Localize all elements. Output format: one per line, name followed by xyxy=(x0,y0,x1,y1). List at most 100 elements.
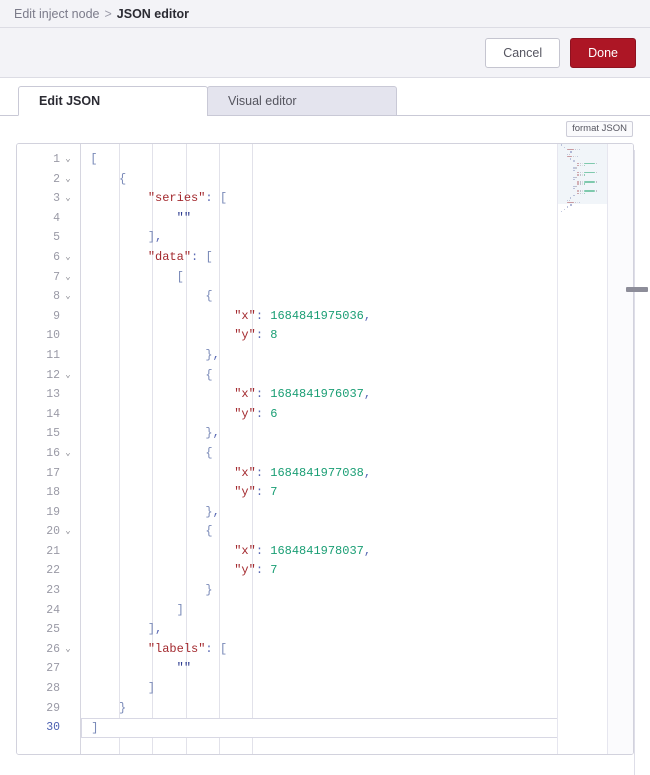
code-line-20[interactable]: { xyxy=(81,522,633,542)
token-key: "labels" xyxy=(147,641,206,656)
cancel-button[interactable]: Cancel xyxy=(485,37,561,68)
token-punct: , xyxy=(363,543,372,558)
line-number: 18 xyxy=(46,486,60,500)
code-lines[interactable]: [ { "series": [ "" ], "data": [ [ { "x":… xyxy=(81,150,633,738)
chevron-down-icon[interactable]: ⌄ xyxy=(65,193,71,204)
minimap-line xyxy=(561,171,607,174)
minimap-line xyxy=(561,158,607,160)
code-line-21[interactable]: "x": 1684841978037, xyxy=(81,542,633,562)
line-indent xyxy=(83,466,234,480)
chevron-down-icon[interactable]: ⌄ xyxy=(65,369,71,380)
minimap-line xyxy=(561,192,607,195)
line-number: 29 xyxy=(46,701,60,715)
code-line-30[interactable]: ] xyxy=(81,718,631,738)
panel-resize-handle[interactable] xyxy=(626,287,648,292)
code-line-28[interactable]: ] xyxy=(81,679,633,699)
gutter-line-28: 28⌄ xyxy=(17,679,80,699)
code-line-26[interactable]: "labels": [ xyxy=(81,640,633,660)
minimap-line xyxy=(561,178,607,181)
code-line-24[interactable]: ] xyxy=(81,601,633,621)
code-line-10[interactable]: "y": 8 xyxy=(81,326,633,346)
token-punct: , xyxy=(363,465,372,480)
chevron-down-icon[interactable]: ⌄ xyxy=(65,154,71,164)
code-line-4[interactable]: "" xyxy=(81,209,633,229)
token-punct: , xyxy=(155,230,163,245)
line-number: 5 xyxy=(53,231,60,245)
code-line-23[interactable]: } xyxy=(81,581,633,601)
chevron-down-icon[interactable]: ⌄ xyxy=(65,643,71,654)
line-number: 8 xyxy=(53,290,60,304)
chevron-down-icon[interactable]: ⌄ xyxy=(65,271,71,282)
chevron-down-icon[interactable]: ⌄ xyxy=(65,291,71,302)
code-line-3[interactable]: "series": [ xyxy=(81,189,633,209)
line-number: 6 xyxy=(53,250,60,264)
token-num: 1684841978037 xyxy=(270,543,364,558)
format-json-button[interactable]: format JSON xyxy=(566,120,633,138)
code-line-5[interactable]: ], xyxy=(81,228,633,248)
json-editor-panel[interactable]: 1⌄2⌄3⌄4⌄5⌄6⌄7⌄8⌄9⌄10⌄11⌄12⌄13⌄14⌄15⌄16⌄1… xyxy=(16,143,634,755)
code-line-13[interactable]: "x": 1684841976037, xyxy=(81,385,633,405)
code-line-25[interactable]: ], xyxy=(81,620,633,640)
line-indent xyxy=(83,289,205,303)
tab-visual-editor[interactable]: Visual editor xyxy=(207,86,397,116)
panel-edge-divider xyxy=(634,150,635,775)
gutter-line-7: 7⌄ xyxy=(17,268,80,288)
chevron-down-icon[interactable]: ⌄ xyxy=(65,447,71,458)
editor-minimap[interactable] xyxy=(557,144,607,754)
gutter-line-14: 14⌄ xyxy=(17,405,80,425)
editor-code-area[interactable]: [ { "series": [ "" ], "data": [ [ { "x":… xyxy=(81,144,633,754)
code-line-2[interactable]: { xyxy=(81,170,633,190)
chevron-down-icon[interactable]: ⌄ xyxy=(65,173,71,184)
minimap-line xyxy=(561,211,607,213)
gutter-line-11: 11⌄ xyxy=(17,346,80,366)
code-line-18[interactable]: "y": 7 xyxy=(81,483,633,503)
minimap-line xyxy=(561,167,607,169)
code-line-19[interactable]: }, xyxy=(81,503,633,523)
code-line-17[interactable]: "x": 1684841977038, xyxy=(81,464,633,484)
minimap-line xyxy=(561,181,607,183)
code-line-8[interactable]: { xyxy=(81,287,633,307)
token-num: 7 xyxy=(270,563,278,578)
token-brace: ] xyxy=(147,230,156,245)
chevron-down-icon[interactable]: ⌄ xyxy=(65,526,71,537)
token-punct: , xyxy=(155,622,163,637)
breadcrumb-current: JSON editor xyxy=(116,6,190,21)
line-number: 13 xyxy=(46,388,60,402)
chevron-down-icon[interactable]: ⌄ xyxy=(65,251,71,262)
minimap-line xyxy=(561,199,607,201)
code-line-14[interactable]: "y": 6 xyxy=(81,405,633,425)
line-number: 1 xyxy=(53,153,60,166)
code-line-29[interactable]: } xyxy=(81,699,633,719)
tab-edit-json[interactable]: Edit JSON xyxy=(18,86,208,116)
line-number: 12 xyxy=(46,368,60,382)
token-key: "y" xyxy=(234,563,256,578)
code-line-15[interactable]: }, xyxy=(81,424,633,444)
gutter-line-20: 20⌄ xyxy=(17,522,80,542)
token-brace: [ xyxy=(219,191,228,206)
line-indent xyxy=(83,505,205,519)
code-line-22[interactable]: "y": 7 xyxy=(81,561,633,581)
line-indent xyxy=(83,250,148,264)
editor-vertical-scrollbar[interactable] xyxy=(607,144,633,754)
code-line-11[interactable]: }, xyxy=(81,346,633,366)
code-line-27[interactable]: "" xyxy=(81,659,633,679)
code-line-16[interactable]: { xyxy=(81,444,633,464)
code-line-9[interactable]: "x": 1684841975036, xyxy=(81,307,633,327)
token-key: "x" xyxy=(234,387,256,402)
token-brace: ] xyxy=(91,721,99,736)
code-line-6[interactable]: "data": [ xyxy=(81,248,633,268)
breadcrumb-parent[interactable]: Edit inject node xyxy=(14,6,100,21)
token-brace: ] xyxy=(176,602,184,617)
code-line-7[interactable]: [ xyxy=(81,268,633,288)
token-punct: : xyxy=(255,308,264,323)
gutter-line-29: 29⌄ xyxy=(17,699,80,719)
token-punct: , xyxy=(212,504,220,519)
gutter-line-17: 17⌄ xyxy=(17,464,80,484)
code-line-12[interactable]: { xyxy=(81,366,633,386)
token-punct: : xyxy=(205,191,213,206)
line-number: 9 xyxy=(53,309,60,323)
gutter-line-18: 18⌄ xyxy=(17,483,80,503)
token-key: "x" xyxy=(234,543,256,558)
done-button[interactable]: Done xyxy=(570,37,636,68)
code-line-1[interactable]: [ xyxy=(81,150,633,170)
